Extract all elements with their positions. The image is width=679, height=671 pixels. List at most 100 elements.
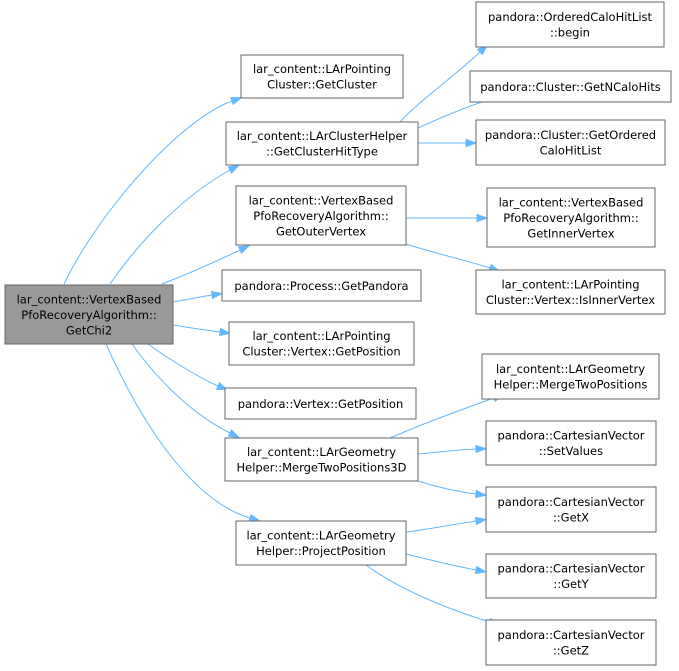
edge-root-n8 (105, 343, 262, 522)
node-label-line: PfoRecoveryAlgorithm:: (21, 308, 156, 322)
node-n13[interactable]: lar_content::LArPointingCluster::Vertex:… (475, 269, 666, 315)
node-label-line: CaloHitList (540, 144, 602, 158)
edge-line (405, 520, 477, 533)
edge-line (405, 243, 491, 269)
node-label-line: pandora::CartesianVector (497, 495, 644, 509)
node-n16[interactable]: pandora::CartesianVector::GetX (485, 486, 657, 533)
node-n14[interactable]: lar_content::LArGeometryHelper::MergeTwo… (481, 353, 660, 400)
edge-n8-n17 (405, 553, 488, 575)
edge-line (161, 249, 241, 285)
edge-line (389, 397, 495, 439)
edge-line (63, 100, 233, 285)
edge-line (147, 343, 219, 387)
node-label-line: ::SetValues (539, 444, 603, 458)
node-box (485, 619, 657, 666)
edge-root-n4 (172, 290, 224, 303)
node-n15[interactable]: pandora::CartesianVector::SetValues (485, 420, 657, 466)
node-label-line: Helper::MergeTwoPositions3D (237, 461, 407, 475)
node-box (224, 387, 417, 420)
node-label-line: ::GetY (553, 577, 589, 591)
node-box (235, 520, 407, 566)
node-box (224, 437, 419, 482)
edge-line (365, 564, 491, 623)
node-label-line: pandora::Cluster::GetOrdered (485, 128, 656, 142)
node-n17[interactable]: pandora::CartesianVector::GetY (485, 553, 657, 599)
node-label-line: Cluster::GetCluster (267, 78, 377, 92)
node-box (225, 121, 419, 166)
edge-n7-n15 (417, 444, 488, 455)
node-n7[interactable]: lar_content::LArGeometryHelper::MergeTwo… (224, 437, 419, 482)
node-box (485, 486, 657, 533)
node-n12[interactable]: lar_content::VertexBasedPfoRecoveryAlgor… (486, 187, 656, 248)
node-label-line: pandora::Vertex::GetPosition (238, 397, 403, 411)
node-label-line: lar_content::LArGeometry (247, 445, 396, 459)
node-label-line: PfoRecoveryAlgorithm:: (253, 209, 388, 223)
edge-n3-n12 (406, 213, 489, 223)
node-label-line: lar_content::LArGeometry (246, 529, 395, 543)
graph-nodes: lar_content::VertexBasedPfoRecoveryAlgor… (4, 1, 672, 666)
edge-line (131, 343, 231, 434)
edge-root-n3 (161, 245, 251, 285)
edge-n3-n13 (405, 243, 501, 272)
arrowhead-icon (475, 444, 488, 454)
node-label-line: Helper::MergeTwoPositions (494, 378, 648, 392)
node-n1[interactable]: lar_content::LArPointingCluster::GetClus… (240, 54, 404, 99)
node-box (485, 420, 657, 466)
node-n6[interactable]: pandora::Vertex::GetPosition (224, 387, 417, 420)
node-label-line: lar_content::LArPointing (252, 329, 390, 343)
node-label-line: pandora::CartesianVector (497, 628, 644, 642)
edge-n7-n16 (417, 480, 488, 499)
node-label-line: pandora::Process::GetPandora (234, 279, 408, 293)
edge-n8-n18 (365, 564, 502, 626)
node-box (486, 187, 656, 248)
node-label-line: GetInnerVertex (527, 226, 614, 240)
node-box (240, 54, 404, 99)
node-box (221, 269, 422, 302)
node-box (475, 119, 666, 166)
arrowhead-icon (474, 565, 488, 575)
node-n18[interactable]: pandora::CartesianVector::GetZ (485, 619, 657, 666)
node-label-line: lar_content::VertexBased (17, 292, 162, 306)
node-label-line: ::GetClusterHitType (266, 145, 378, 159)
edge-line (172, 294, 213, 303)
edge-root-n6 (147, 343, 229, 391)
arrowhead-icon (227, 429, 241, 439)
arrowhead-icon (215, 381, 229, 391)
arrowhead-icon (465, 138, 478, 148)
node-label-line: Cluster::Vertex::IsInnerVertex (486, 293, 655, 307)
node-n3[interactable]: lar_content::VertexBasedPfoRecoveryAlgor… (235, 185, 407, 246)
edge-line (105, 343, 251, 519)
edge-line (405, 553, 477, 571)
node-box (469, 70, 672, 103)
node-label-line: Cluster::Vertex::GetPosition (242, 345, 400, 359)
node-box (485, 553, 657, 599)
arrowhead-icon (476, 213, 489, 223)
edge-root-n2 (109, 164, 241, 285)
node-label-line: lar_content::LArPointing (501, 278, 639, 292)
node-label-line: Helper::ProjectPosition (256, 544, 386, 558)
node-n2[interactable]: lar_content::LArClusterHelper::GetCluste… (225, 121, 419, 166)
node-label-line: lar_content::VertexBased (499, 195, 644, 209)
node-n10[interactable]: pandora::Cluster::GetNCaloHits (469, 70, 672, 103)
node-root: lar_content::VertexBasedPfoRecoveryAlgor… (4, 284, 174, 345)
arrowhead-icon (210, 290, 224, 300)
node-n9[interactable]: pandora::OrderedCaloHitList::begin (475, 1, 665, 48)
node-label-line: pandora::OrderedCaloHitList (488, 10, 653, 24)
edge-line (172, 324, 221, 333)
arrowhead-icon (248, 513, 262, 522)
arrowhead-icon (230, 97, 243, 106)
node-label-line: ::GetX (553, 511, 589, 525)
node-label-line: lar_content::VertexBased (249, 193, 394, 207)
node-label-line: lar_content::LArGeometry (496, 362, 645, 376)
node-label-line: GetOuterVertex (276, 224, 366, 238)
node-n5[interactable]: lar_content::LArPointingCluster::Vertex:… (228, 321, 415, 366)
node-label-line: ::GetZ (553, 644, 589, 658)
edge-line (417, 480, 477, 495)
arrowhead-icon (218, 327, 232, 337)
node-n8[interactable]: lar_content::LArGeometryHelper::ProjectP… (235, 520, 407, 566)
node-label-line: pandora::CartesianVector (497, 429, 644, 443)
arrowhead-icon (474, 516, 488, 526)
node-n4[interactable]: pandora::Process::GetPandora (221, 269, 422, 302)
